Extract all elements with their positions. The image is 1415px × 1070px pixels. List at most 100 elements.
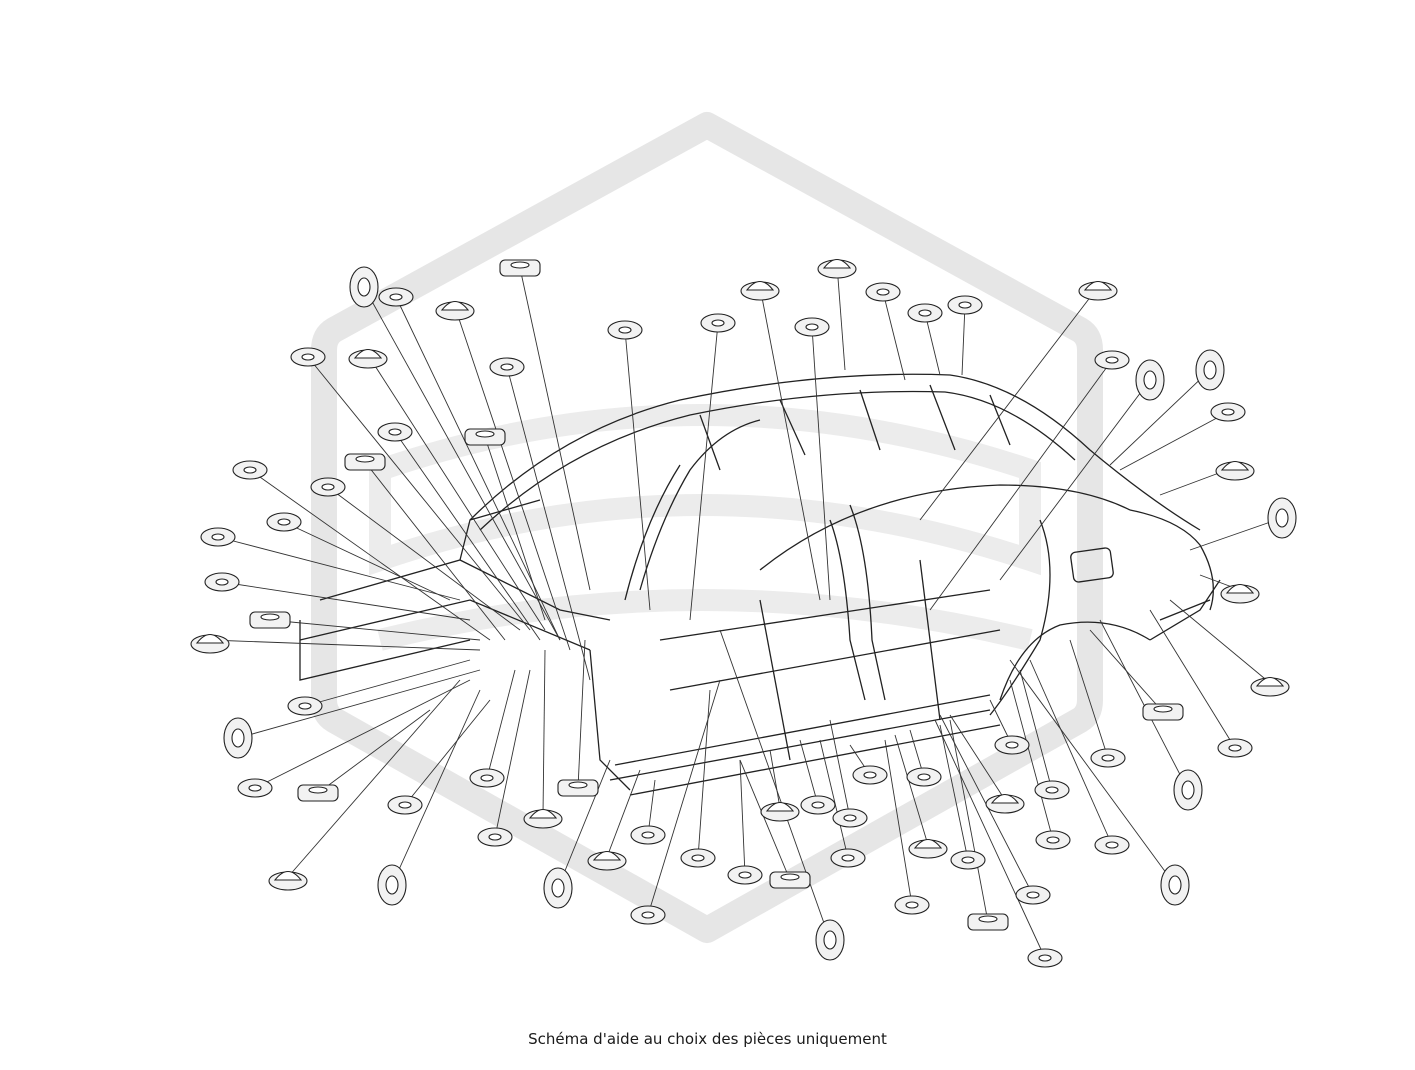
plug-grommet[interactable]	[435, 300, 475, 321]
plug-grommet[interactable]	[543, 867, 573, 909]
plug-grommet[interactable]	[387, 795, 423, 815]
leader-line	[486, 669, 516, 779]
leader-line	[249, 469, 491, 641]
leader-line	[819, 739, 849, 859]
plug-grommet[interactable]	[1142, 703, 1184, 721]
plug-grommet[interactable]	[769, 871, 811, 889]
plug-grommet[interactable]	[1094, 350, 1130, 370]
plug-grommet[interactable]	[1210, 402, 1246, 422]
plug-grommet[interactable]	[344, 453, 386, 471]
plug-grommet[interactable]	[200, 527, 236, 547]
leader-line	[949, 719, 989, 923]
plug-grommet[interactable]	[760, 801, 800, 822]
plug-grommet[interactable]	[1215, 460, 1255, 481]
plug-grommet[interactable]	[1078, 280, 1118, 301]
leader-line	[624, 329, 651, 611]
plug-grommet[interactable]	[815, 919, 845, 961]
plug-grommet[interactable]	[1015, 885, 1051, 905]
leader-line	[1109, 369, 1211, 466]
leader-line	[1189, 517, 1283, 551]
plug-grommet[interactable]	[985, 793, 1025, 814]
plug-grommet[interactable]	[700, 313, 736, 333]
plug-grommet[interactable]	[349, 266, 379, 308]
plug-grommet[interactable]	[268, 870, 308, 891]
plug-grommet[interactable]	[310, 477, 346, 497]
plug-grommet[interactable]	[232, 460, 268, 480]
plug-grommet[interactable]	[287, 696, 323, 716]
plug-grommet[interactable]	[832, 808, 868, 828]
plug-grommet[interactable]	[740, 280, 780, 301]
plug-grommet[interactable]	[1160, 864, 1190, 906]
plug-grommet[interactable]	[477, 827, 513, 847]
plug-grommet[interactable]	[1267, 497, 1297, 539]
leader-line	[884, 739, 913, 906]
plug-grommet[interactable]	[994, 735, 1030, 755]
plug-grommet[interactable]	[1220, 583, 1260, 604]
plug-grommet[interactable]	[377, 422, 413, 442]
plug-grommet[interactable]	[1034, 780, 1070, 800]
leader-line	[1009, 659, 1176, 886]
plug-grommet[interactable]	[1217, 738, 1253, 758]
leader-line	[269, 619, 481, 641]
leader-line	[454, 306, 571, 651]
plug-grommet[interactable]	[817, 258, 857, 279]
plug-grommet[interactable]	[1250, 676, 1290, 697]
plug-grommet[interactable]	[865, 282, 901, 302]
plug-grommet[interactable]	[237, 778, 273, 798]
leader-line	[1069, 639, 1109, 759]
leader-line	[811, 326, 831, 601]
leader-line	[391, 689, 481, 886]
plug-grommet[interactable]	[297, 784, 339, 802]
plug-grommet[interactable]	[190, 633, 230, 654]
leader-line	[1009, 679, 1054, 841]
plug-grommet[interactable]	[557, 779, 599, 797]
plug-grommet[interactable]	[1094, 835, 1130, 855]
leader-line	[307, 356, 531, 631]
plug-grommet[interactable]	[587, 850, 627, 871]
plug-grommet[interactable]	[1195, 349, 1225, 391]
leader-line	[494, 669, 531, 838]
leader-line	[221, 581, 471, 621]
plug-grommet[interactable]	[852, 765, 888, 785]
plug-grommet[interactable]	[607, 320, 643, 340]
plug-grommet[interactable]	[794, 317, 830, 337]
plug-grommet[interactable]	[947, 295, 983, 315]
plug-grommet[interactable]	[908, 838, 948, 859]
plug-grommet[interactable]	[894, 895, 930, 915]
plug-grommet[interactable]	[464, 428, 506, 446]
leader-line	[1169, 599, 1271, 684]
plug-grommet[interactable]	[523, 808, 563, 829]
plug-grommet[interactable]	[378, 287, 414, 307]
leader-line	[961, 304, 966, 376]
plug-grommet[interactable]	[630, 825, 666, 845]
plug-grommet[interactable]	[377, 864, 407, 906]
plug-grommet[interactable]	[1090, 748, 1126, 768]
plug-grommet[interactable]	[469, 768, 505, 788]
plug-grommet[interactable]	[266, 512, 302, 532]
plug-grommet[interactable]	[907, 303, 943, 323]
plug-grommet[interactable]	[290, 347, 326, 367]
plug-grommet[interactable]	[630, 905, 666, 925]
plug-grommet[interactable]	[800, 795, 836, 815]
plug-grommet[interactable]	[223, 717, 253, 759]
plug-grommet[interactable]	[1135, 359, 1165, 401]
plug-grommet[interactable]	[1173, 769, 1203, 811]
plug-grommet[interactable]	[727, 865, 763, 885]
plug-grommet[interactable]	[204, 572, 240, 592]
plug-grommet[interactable]	[249, 611, 291, 629]
plug-grommet[interactable]	[967, 913, 1009, 931]
leader-line	[919, 286, 1099, 521]
plug-grommet[interactable]	[906, 767, 942, 787]
plug-grommet[interactable]	[830, 848, 866, 868]
plug-grommet[interactable]	[1027, 948, 1063, 968]
plug-grommet[interactable]	[950, 850, 986, 870]
leader-line	[367, 354, 546, 631]
leader-line	[363, 286, 561, 641]
plug-grommet[interactable]	[1035, 830, 1071, 850]
plug-grommet[interactable]	[680, 848, 716, 868]
leader-line	[283, 521, 451, 601]
leader-line	[217, 536, 461, 601]
plug-grommet[interactable]	[489, 357, 525, 377]
plug-grommet[interactable]	[499, 259, 541, 277]
plug-grommet[interactable]	[348, 348, 388, 369]
